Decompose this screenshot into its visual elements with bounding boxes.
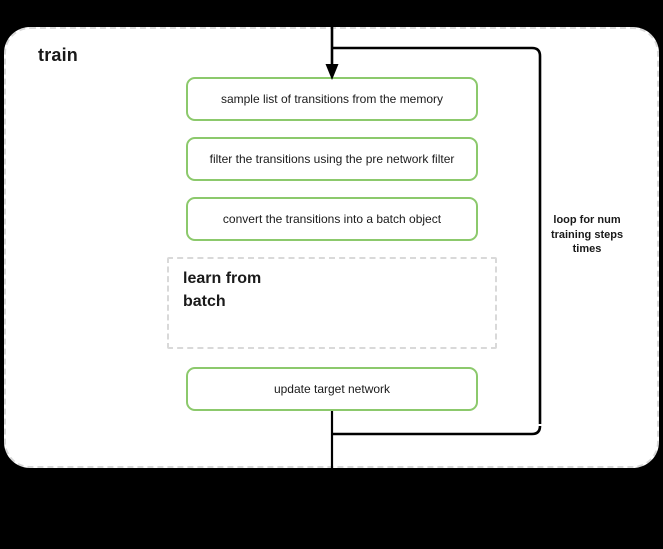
node-filter-transitions[interactable]: filter the transitions using the pre net… xyxy=(186,137,478,181)
train-group-title: train xyxy=(38,45,79,65)
node-learn-from-batch-group[interactable]: learn from batch xyxy=(167,257,497,349)
node-convert-transitions[interactable]: convert the transitions into a batch obj… xyxy=(186,197,478,241)
node-label: filter the transitions using the pre net… xyxy=(209,151,455,166)
node-label: sample list of transitions from the memo… xyxy=(220,91,444,106)
node-label: update target network xyxy=(273,381,391,396)
learn-from-batch-title: learn from batch xyxy=(183,270,262,311)
node-update-target-network[interactable]: update target network xyxy=(186,367,478,411)
node-label: convert the transitions into a batch obj… xyxy=(222,211,442,226)
loop-annotation-label: loop for num training steps times xyxy=(550,214,624,256)
node-sample-list-of-transitions[interactable]: sample list of transitions from the memo… xyxy=(186,77,478,121)
